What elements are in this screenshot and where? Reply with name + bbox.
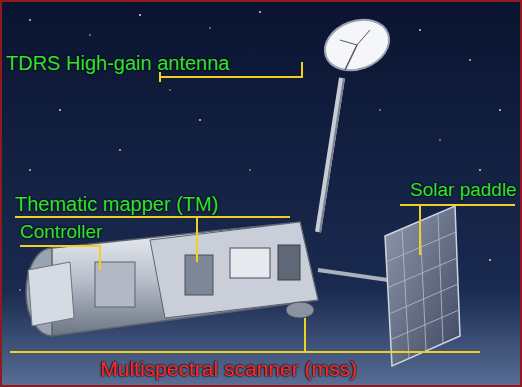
part-label: Multispectral scanner (mss)	[100, 357, 357, 380]
part-label: TDRS High-gain antenna	[6, 52, 229, 74]
part-label: Controller	[20, 222, 102, 243]
part-label: Thematic mapper (TM)	[15, 193, 218, 215]
part-label: Solar paddle	[410, 180, 517, 201]
